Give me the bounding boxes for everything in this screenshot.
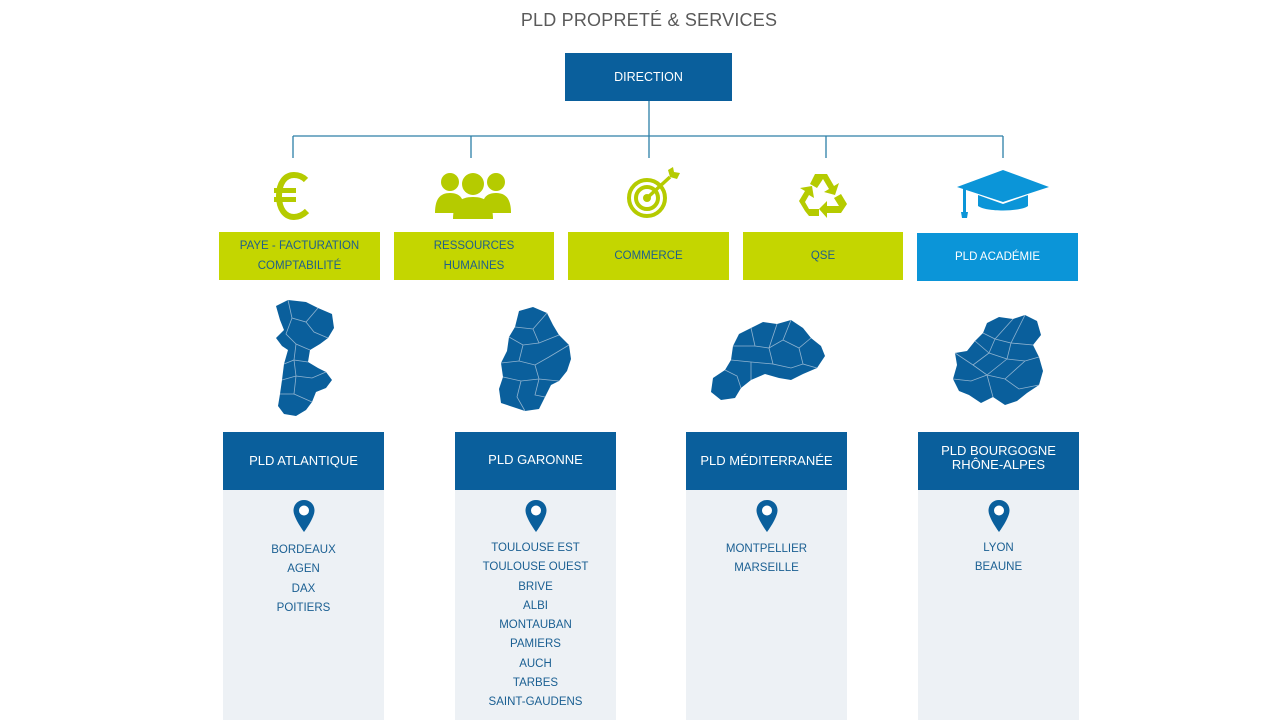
service-label-line: COMPTABILITÉ [257,260,342,272]
city-item: BEAUNE [974,561,1023,574]
city-item: BORDEAUX [271,544,336,556]
region-header-atlantique: PLD ATLANTIQUE [223,432,384,490]
region-name: PLD MÉDITERRANÉE [700,453,833,468]
city-list: MONTPELLIER MARSEILLE [686,540,847,579]
location-pin-icon [988,500,1009,532]
region-name: PLD ATLANTIQUE [249,453,358,468]
region-header-bourgogne: PLD BOURGOGNE RHÔNE-ALPES [918,432,1079,490]
city-item: MARSEILLE [734,562,799,575]
city-list: BORDEAUX AGEN DAX POITIERS [223,541,384,618]
city-item: TARBES [512,677,559,690]
service-box-academie: PLD ACADÉMIE [917,233,1078,281]
page-title: PLD PROPRETÉ & SERVICES [520,10,778,30]
city-list: LYON BEAUNE [918,539,1079,578]
region-header-mediterranee: PLD MÉDITERRANÉE [686,432,847,490]
service-label-line: PLD ACADÉMIE [955,251,1040,263]
people-icon [435,173,511,219]
service-box-qse: QSE [743,232,903,280]
garonne-map-icon [499,307,571,412]
service-label-line: PAYE - FACTURATION [239,240,360,252]
city-item: AGEN [287,563,320,576]
service-label-line: HUMAINES [443,260,505,272]
service-label-line: RESSOURCES [433,240,515,252]
direction-box: DIRECTION [565,53,732,101]
city-item: LYON [983,542,1014,554]
city-item: PAMIERS [510,638,561,651]
region-name: RHÔNE-ALPES [951,457,1046,472]
region-panel-atlantique: BORDEAUX AGEN DAX POITIERS [223,490,384,720]
city-list: TOULOUSE EST TOULOUSE OUEST BRIVE ALBI M… [455,539,616,713]
region-panel-bourgogne: LYON BEAUNE [918,490,1079,720]
graduation-cap-icon [957,170,1049,218]
location-pin-icon [756,500,777,532]
region-panel-mediterranee: MONTPELLIER MARSEILLE [686,490,847,720]
euro-icon [274,172,310,220]
service-label-line: COMMERCE [614,250,683,262]
location-pin-icon [525,500,546,532]
location-pin-icon [293,500,314,532]
city-item: TOULOUSE EST [491,542,580,554]
service-label-line: QSE [810,250,836,262]
atlantique-map-icon [276,299,334,416]
city-item: ALBI [523,599,548,612]
region-header-garonne: PLD GARONNE [455,432,616,490]
region-name: PLD GARONNE [488,451,583,467]
region-name: PLD BOURGOGNE [941,443,1056,458]
city-item: MONTPELLIER [725,543,808,555]
service-box-paye: PAYE - FACTURATION COMPTABILITÉ [219,232,380,280]
city-item: SAINT-GAUDENS [488,696,583,709]
service-box-rh: RESSOURCES HUMAINES [394,232,554,280]
mediterranee-map-icon [711,319,825,400]
city-item: MONTAUBAN [499,619,572,632]
city-item: TOULOUSE OUEST [482,561,589,574]
city-item: BRIVE [518,580,553,593]
direction-label: DIRECTION [614,70,683,84]
recycle-icon [799,174,847,218]
city-item: AUCH [519,657,552,670]
city-item: POITIERS [276,601,331,614]
target-icon [627,167,680,218]
city-item: DAX [291,582,316,595]
bourgogne-map-icon [952,314,1043,405]
service-box-commerce: COMMERCE [568,232,729,280]
region-panel-garonne: TOULOUSE EST TOULOUSE OUEST BRIVE ALBI M… [455,490,616,720]
